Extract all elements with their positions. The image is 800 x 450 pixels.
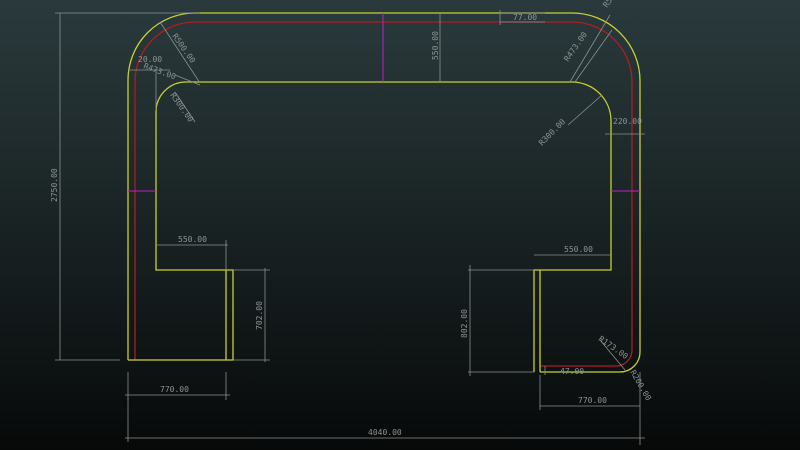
inner-outline	[155, 81, 612, 372]
dim-r473-left: R473.00	[142, 61, 177, 81]
dim-right-leg-width: 550.00	[564, 245, 593, 254]
dim-r500-right: R500.00	[601, 0, 628, 9]
dim-right-arm: 220.00	[613, 117, 642, 126]
dim-r173: R173.00	[597, 334, 630, 361]
dim-right-leg-height: 802.00	[460, 309, 469, 338]
dim-overall-width: 4040.00	[368, 428, 402, 437]
dim-left-leg-width: 550.00	[178, 235, 207, 244]
outer-outline	[127, 12, 641, 373]
dim-depth-top: 550.00	[431, 31, 440, 60]
dimension-lines	[55, 10, 645, 445]
dim-right-gap: 47.00	[560, 367, 584, 376]
left-leg-end	[128, 269, 234, 361]
dim-left-leg-height: 702.00	[255, 301, 264, 330]
dim-left-foot: 770.00	[160, 385, 189, 394]
dim-r473-right: R473.00	[562, 30, 589, 63]
dim-r300-right: R300.00	[537, 117, 567, 147]
dim-top-gap: 77.00	[513, 13, 537, 22]
dim-overall-height: 2750.00	[50, 168, 59, 202]
dim-r200: R200.00	[628, 369, 653, 403]
dim-gap-left: 20.00	[138, 55, 162, 64]
dim-r500-left: R500.00	[170, 32, 197, 65]
dim-r300-left: R300.00	[168, 91, 195, 124]
centerline	[134, 21, 633, 367]
dim-right-foot: 770.00	[578, 396, 607, 405]
